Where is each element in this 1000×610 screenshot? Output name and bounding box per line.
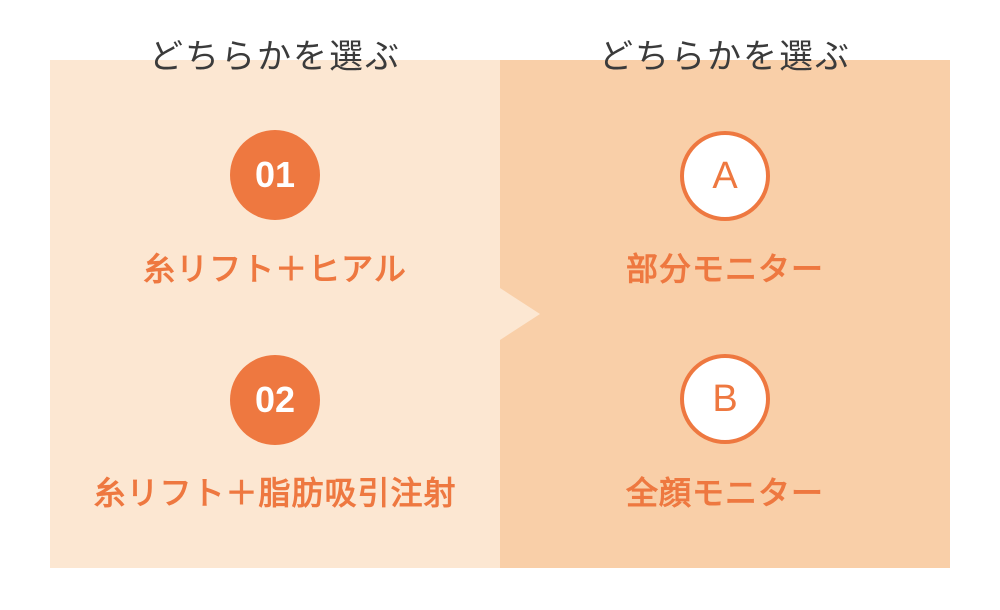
option-b-label: 全顔モニター [625, 474, 824, 512]
option-b-badge: B [680, 354, 770, 444]
option-a-badge: A [680, 131, 770, 221]
arrow-right-icon [500, 288, 540, 340]
right-header-text: どちらかを選ぶ [599, 37, 851, 77]
left-header-text: どちらかを選ぶ [149, 37, 401, 77]
option-01-label: 糸リフト＋ヒアル [143, 250, 407, 288]
option-01-badge: 01 [230, 130, 320, 220]
left-header: どちらかを選ぶ [50, 32, 500, 82]
right-header: どちらかを選ぶ [500, 32, 950, 82]
option-a-label: 部分モニター [625, 250, 824, 288]
option-02-label: 糸リフト＋脂肪吸引注射 [93, 474, 457, 512]
option-02-badge: 02 [230, 355, 320, 445]
